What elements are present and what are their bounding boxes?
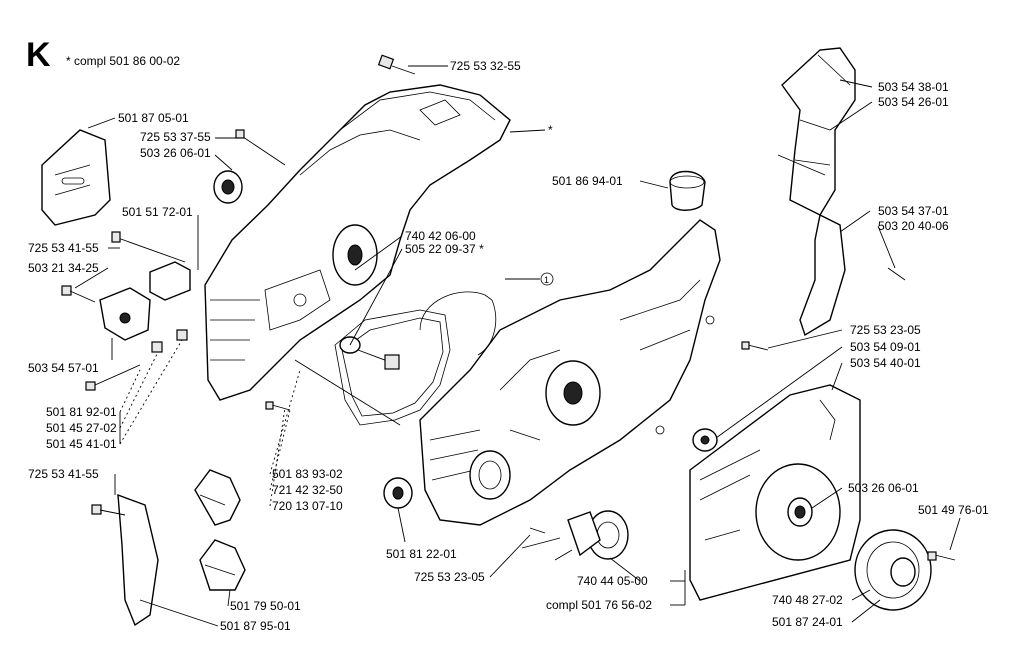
label-503-54-57-01: 503 54 57-01 <box>28 361 99 375</box>
label-503-54-26-01: 503 54 26-01 <box>878 95 949 109</box>
label-503-26-06-01-left: 503 26 06-01 <box>140 146 211 160</box>
screw-right <box>741 341 769 351</box>
label-501-87-24-01: 501 87 24-01 <box>772 615 843 629</box>
label-725-53-37-55: 725 53 37-55 <box>140 130 211 144</box>
label-503-20-40-06: 503 20 40-06 <box>878 219 949 233</box>
label-503-54-09-01: 503 54 09-01 <box>850 340 921 354</box>
label-501-51-72-01: 501 51 72-01 <box>122 205 193 219</box>
label-501-45-27-02: 501 45 27-02 <box>46 421 117 435</box>
label-725-53-41-55-lower: 725 53 41-55 <box>28 467 99 481</box>
bushing <box>383 477 413 509</box>
label-720-13-07-10: 720 13 07-10 <box>272 499 343 513</box>
label-501-81-22-01: 501 81 22-01 <box>386 547 457 561</box>
label-503-26-06-01-right: 503 26 06-01 <box>848 481 919 495</box>
long-bolt <box>235 129 286 166</box>
leader-lines <box>74 65 961 627</box>
label-501-45-41-01: 501 45 41-01 <box>46 437 117 451</box>
label-503-54-38-01: 503 54 38-01 <box>878 80 949 94</box>
label-compl-501-76-56-02: compl 501 76 56-02 <box>546 598 652 612</box>
label-501-49-76-01: 501 49 76-01 <box>918 503 989 517</box>
starter-pulley <box>854 529 932 611</box>
label-725-53-32-55: 725 53 32-55 <box>450 59 521 73</box>
long-screw <box>85 364 141 391</box>
label-505-22-09-37: 505 22 09-37 * <box>405 242 484 256</box>
rubber-grommet <box>692 428 718 452</box>
label-501-79-50-01: 501 79 50-01 <box>230 599 301 613</box>
chain-catcher <box>99 287 151 341</box>
oil-pump-gasket <box>419 291 497 356</box>
crankcase-gasket <box>294 309 451 426</box>
label-721-42-32-50: 721 42 32-50 <box>272 483 343 497</box>
label-503-21-34-25: 503 21 34-25 <box>28 261 99 275</box>
hex-bolt <box>339 336 400 370</box>
label-740-48-27-02: 740 48 27-02 <box>772 593 843 607</box>
small-bolt <box>61 285 96 303</box>
left-crankcase-half <box>204 84 511 401</box>
pulley-screw <box>927 551 956 561</box>
spike-bumper <box>194 469 246 591</box>
label-asterisk: * <box>548 123 553 137</box>
label-725-53-23-05-right: 725 53 23-05 <box>850 323 921 337</box>
seal-ring-left <box>213 170 243 204</box>
label-501-81-92-01: 501 81 92-01 <box>46 405 117 419</box>
compl-note: * compl 501 86 00-02 <box>66 54 180 68</box>
label-501-87-05-01: 501 87 05-01 <box>118 111 189 125</box>
section-letter: K <box>26 36 51 74</box>
part-number-labels: 725 53 32-55 * 501 87 05-01 725 53 37-55… <box>28 59 989 633</box>
label-501-87-95-01: 501 87 95-01 <box>220 619 291 633</box>
label-740-44-05-00: 740 44 05-00 <box>577 574 648 588</box>
label-501-86-94-01: 501 86 94-01 <box>552 174 623 188</box>
oil-pump <box>521 510 629 561</box>
clutch-cover <box>689 384 861 601</box>
deflector-plate <box>799 213 846 337</box>
small-pin <box>887 267 906 281</box>
label-725-53-23-05-lower: 725 53 23-05 <box>414 570 485 584</box>
guide-plate <box>41 129 111 226</box>
label-501-83-93-02: 501 83 93-02 <box>272 467 343 481</box>
lower-bolt <box>265 401 291 411</box>
label-725-53-41-55-upper: 725 53 41-55 <box>28 241 99 255</box>
oil-cap <box>669 170 706 211</box>
label-503-54-40-01: 503 54 40-01 <box>850 356 921 370</box>
bar-guide-lower <box>91 493 159 627</box>
label-marker-1: 1 <box>544 275 549 285</box>
air-intake-tube <box>777 47 856 216</box>
tension-bolt <box>111 231 191 301</box>
right-crankcase-half <box>419 219 721 526</box>
label-503-54-37-01: 503 54 37-01 <box>878 204 949 218</box>
top-bolt <box>377 54 416 75</box>
label-740-42-06-00: 740 42 06-00 <box>405 229 476 243</box>
